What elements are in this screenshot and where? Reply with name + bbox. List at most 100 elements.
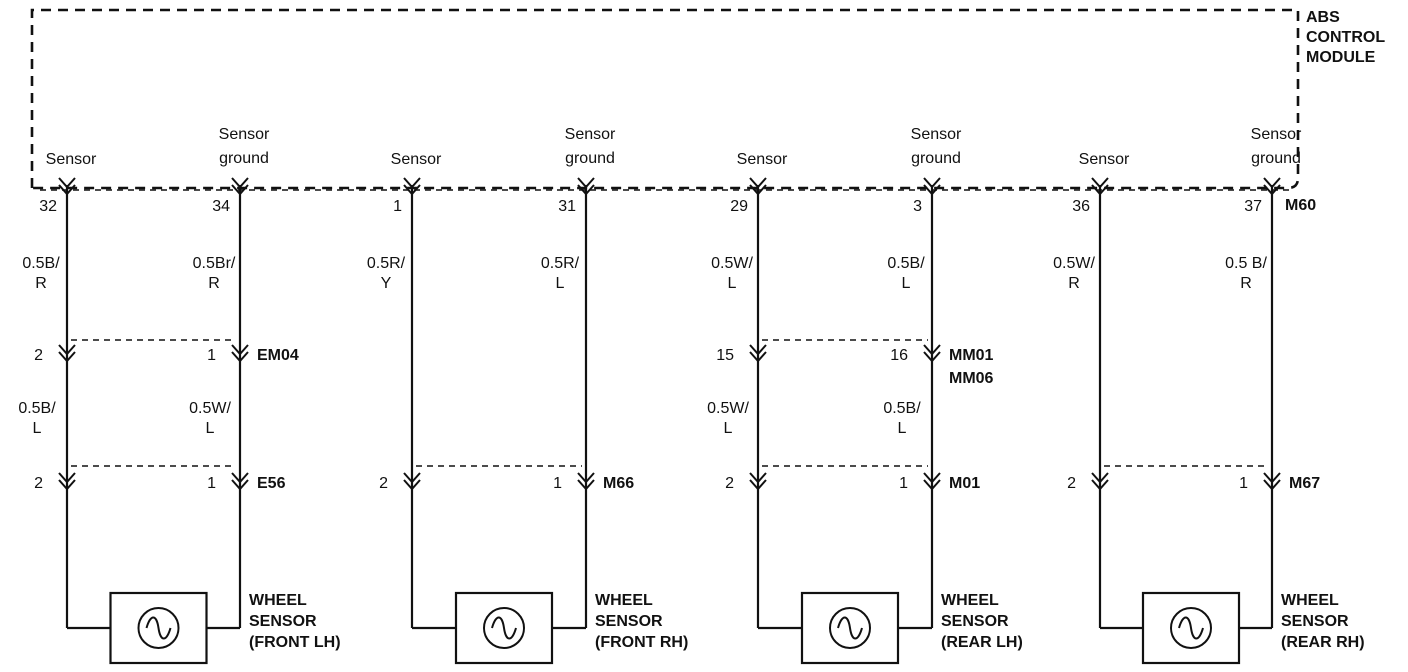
wire-spec: 0.5B/ [22,255,60,272]
sensor-circuits: Sensor320.5B/R20.5B/L2Sensorground340.5B… [18,126,1365,665]
ac-source-icon [137,607,180,649]
pin-role-label: Sensor [219,126,270,143]
wire-spec: L [902,275,911,292]
module-pin-number: 34 [212,198,230,215]
wire-spec: 0.5R/ [541,255,580,272]
bottom-connector-chevron [58,472,76,491]
wheel-sensor-label: SENSOR [249,613,317,630]
wire-spec: 0.5Br/ [193,255,236,272]
wire-spec: R [1068,275,1080,292]
bottom-pin-number: 2 [725,475,734,492]
mid-pin-number: 16 [890,347,908,364]
module-pin-number: 1 [393,198,402,215]
wire-spec: L [728,275,737,292]
wire-spec: L [556,275,565,292]
mid-connector-id: MM06 [949,370,994,387]
module-pin-chevron [577,177,595,196]
wheel-sensor-label: SENSOR [595,613,663,630]
module-pin-chevron [403,177,421,196]
wheel-sensor-label: (FRONT LH) [249,634,341,651]
bottom-connector-id: E56 [257,475,286,492]
pin-role-label: Sensor [565,126,616,143]
mid-connector-chevron [749,344,767,363]
module-label-line: ABS [1306,9,1340,26]
mid-pin-number: 2 [34,347,43,364]
wire-spec: 0.5B/ [887,255,925,272]
wheel-sensor-label: WHEEL [941,592,999,609]
sine-wave-icon [145,616,172,640]
bottom-pin-number: 2 [1067,475,1076,492]
mid-connector-chevron [923,344,941,363]
wire-spec: 0.5W/ [707,400,749,417]
pin-role-label: Sensor [391,151,442,168]
ac-source-icon [829,607,871,649]
wire-spec: R [35,275,47,292]
module-pin-chevron [923,177,941,196]
circuit-rl: Sensor290.5W/L150.5W/L2Sensorground30.5B… [707,126,1023,665]
module-label-line: MODULE [1306,49,1376,66]
bottom-connector-id: M67 [1289,475,1320,492]
sine-wave-icon [1178,616,1204,640]
module-pin-chevron [231,177,249,196]
wire-spec: 0.5R/ [367,255,406,272]
wire-spec: 0.5B/ [18,400,56,417]
mid-connector-id: EM04 [257,347,299,364]
module-pin-number: 32 [39,198,57,215]
wheel-sensor-label: WHEEL [249,592,307,609]
module-pin-number: 3 [913,198,922,215]
module-pin-number: 31 [558,198,576,215]
circuit-fl: Sensor320.5B/R20.5B/L2Sensorground340.5B… [18,126,341,665]
wire-spec: L [33,420,42,437]
module-pin-number: 36 [1072,198,1090,215]
bottom-pin-number: 1 [207,475,216,492]
wire-spec: L [724,420,733,437]
module-pin-chevron [1263,177,1281,196]
wheel-sensor-label: SENSOR [941,613,1009,630]
module-connector-id: M60 [1285,197,1316,214]
bottom-pin-number: 2 [379,475,388,492]
bottom-connector-chevron [923,472,941,491]
module-outline [30,8,1300,190]
bottom-connector-chevron [1263,472,1281,491]
wheel-sensor-label: (REAR LH) [941,634,1023,651]
bottom-pin-number: 1 [553,475,562,492]
wire-spec: 0.5 B/ [1225,255,1267,272]
ac-source-icon [1170,607,1212,649]
module-label: ABS CONTROL MODULE [1306,9,1389,66]
bottom-pin-number: 1 [899,475,908,492]
module-label-line: CONTROL [1306,29,1385,46]
wheel-sensor-label: (REAR RH) [1281,634,1365,651]
bottom-pin-number: 2 [34,475,43,492]
pin-role-label: Sensor [911,126,962,143]
wire-spec: R [208,275,220,292]
wheel-sensor-label: SENSOR [1281,613,1349,630]
bottom-pin-number: 1 [1239,475,1248,492]
wire-spec: L [898,420,907,437]
wheel-sensor-label: (FRONT RH) [595,634,688,651]
pin-role-label: ground [911,150,961,167]
pin-role-label: ground [219,150,269,167]
mid-pin-number: 1 [207,347,216,364]
wire-spec: Y [381,275,392,292]
pin-role-label: Sensor [1251,126,1302,143]
module-pin-chevron [749,177,767,196]
bottom-connector-chevron [749,472,767,491]
wire-spec: 0.5B/ [883,400,921,417]
module-pin-chevron [58,177,76,196]
bottom-connector-chevron [577,472,595,491]
wire-spec: 0.5W/ [711,255,753,272]
bottom-connector-chevron [231,472,249,491]
wire-spec: 0.5W/ [189,400,231,417]
pin-role-label: Sensor [737,151,788,168]
bottom-connector-chevron [1091,472,1109,491]
bottom-connector-chevron [403,472,421,491]
wheel-sensor-label: WHEEL [595,592,653,609]
mid-connector-chevron [231,344,249,363]
ac-source-icon [483,607,525,649]
mid-connector-id: MM01 [949,347,994,364]
wire-spec: L [206,420,215,437]
module-pin-number: 29 [730,198,748,215]
